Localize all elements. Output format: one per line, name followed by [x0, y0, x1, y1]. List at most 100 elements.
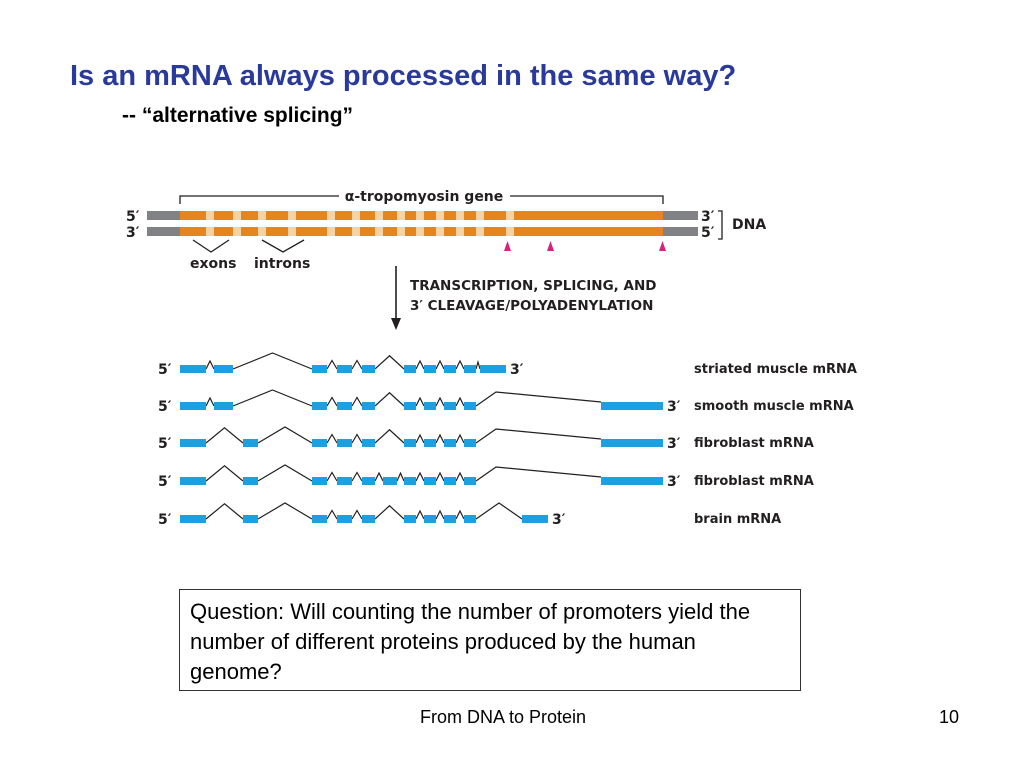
dna-flank-5	[147, 211, 180, 220]
intron-splice-line	[374, 354, 405, 370]
mrna-exon	[312, 515, 327, 523]
intron-splice-line	[455, 396, 465, 407]
intron-splice-line	[257, 426, 313, 444]
mrna-exon	[362, 515, 375, 523]
mrna-row: 5′3′striated muscle mRNA	[158, 352, 857, 378]
mrna-exon	[404, 365, 416, 373]
intron-segment	[206, 211, 214, 220]
intron-segment	[233, 211, 241, 220]
mrna-exon	[214, 365, 233, 373]
mrna-exon	[362, 402, 375, 410]
mrna-exon	[337, 439, 352, 447]
intron-splice-line	[326, 509, 338, 520]
intron-splice-line	[455, 433, 465, 444]
mrna-exon	[424, 439, 436, 447]
mrna-row: 5′3′fibroblast mRNA	[158, 464, 814, 490]
dna-flank-5	[147, 227, 180, 236]
mrna-exon	[312, 439, 327, 447]
intron-splice-line	[257, 464, 313, 482]
dna-bracket	[718, 210, 723, 240]
dna-bottom-five-prime-label: 5′	[701, 225, 715, 241]
dna-label: DNA	[732, 217, 766, 233]
slide-footer: From DNA to Protein	[420, 707, 587, 727]
mrna-five-prime-label: 5′	[158, 512, 172, 528]
gene-label: α-tropomyosin gene	[345, 189, 504, 205]
intron-splice-line	[435, 396, 445, 407]
intron-splice-line	[455, 509, 465, 520]
mrna-exon	[243, 439, 258, 447]
mrna-exon	[464, 402, 476, 410]
mrna-label: brain mRNA	[694, 512, 781, 527]
slide-title: Is an mRNA always processed in the same …	[70, 60, 737, 92]
intron-splice-line	[435, 433, 445, 444]
mrna-row: 5′ 3′ fibroblast mRNA	[158, 426, 814, 452]
intron-splice-line	[205, 359, 215, 370]
dna-double-strand	[147, 211, 698, 236]
mrna-exon	[180, 402, 206, 410]
intron-segment	[233, 227, 241, 236]
intron-segment	[456, 227, 464, 236]
intron-splice-line	[415, 509, 425, 520]
introns-label: introns	[254, 256, 310, 272]
page-number: 10	[939, 707, 960, 727]
intron-segment	[258, 211, 266, 220]
mrna-exon	[383, 477, 397, 485]
intron-splice-line	[374, 391, 405, 407]
intron-splice-line	[475, 391, 602, 407]
mrna-five-prime-label: 5′	[158, 474, 172, 490]
intron-splice-line	[455, 471, 465, 482]
dna-flank-3	[663, 211, 698, 220]
mrna-label: striated muscle mRNA	[694, 362, 857, 377]
intron-splice-line	[351, 396, 363, 407]
mrna-exon	[404, 439, 416, 447]
mrna-three-prime-label: 3′	[552, 512, 566, 528]
mrna-exon	[480, 365, 506, 373]
mrna-three-prime-label: 3′	[667, 436, 681, 452]
mrna-exon	[464, 439, 476, 447]
intron-segment	[327, 211, 335, 220]
mrna-five-prime-label: 5′	[158, 436, 172, 452]
polyadenylation-markers	[504, 241, 666, 251]
mrna-exon	[424, 477, 436, 485]
mrna-exon	[180, 365, 206, 373]
mrna-exon	[464, 515, 476, 523]
mrna-row: 5′3′smooth muscle mRNA	[158, 389, 854, 415]
intron-segment	[436, 211, 444, 220]
intron-splice-line	[396, 471, 405, 482]
mrna-three-prime-label: 3′	[667, 399, 681, 415]
intron-splice-line	[326, 471, 338, 482]
intron-segment	[436, 227, 444, 236]
intron-segment	[397, 211, 405, 220]
intron-splice-line	[415, 433, 425, 444]
intron-splice-line	[435, 359, 445, 370]
mrna-exon	[404, 477, 416, 485]
mrna-exon	[444, 365, 456, 373]
intron-splice-line	[415, 359, 425, 370]
exon-intron-pointers	[192, 239, 305, 253]
mrna-exon	[180, 439, 206, 447]
intron-splice-line	[205, 396, 215, 407]
dna-flank-3	[663, 227, 698, 236]
mrna-exon	[312, 477, 327, 485]
mrna-exon	[444, 439, 456, 447]
dna-top-five-prime-label: 5′	[126, 209, 140, 225]
dna-top-three-prime-label: 3′	[701, 209, 715, 225]
mrna-exon	[444, 402, 456, 410]
intron-splice-line	[232, 352, 313, 370]
mrna-label: fibroblast mRNA	[694, 436, 814, 451]
intron-splice-line	[351, 471, 363, 482]
intron-splice-line	[455, 359, 465, 370]
intron-segment	[352, 227, 360, 236]
intron-splice-line	[232, 389, 313, 407]
intron-splice-line	[475, 466, 602, 482]
mrna-exon	[180, 477, 206, 485]
intron-segment	[476, 211, 484, 220]
mrna-three-prime-label: 3′	[667, 474, 681, 490]
intron-splice-line	[351, 509, 363, 520]
intron-segment	[375, 227, 383, 236]
intron-segment	[258, 227, 266, 236]
mrna-exon	[243, 477, 258, 485]
process-label-line1: TRANSCRIPTION, SPLICING, AND	[410, 278, 656, 294]
mrna-exon	[404, 515, 416, 523]
